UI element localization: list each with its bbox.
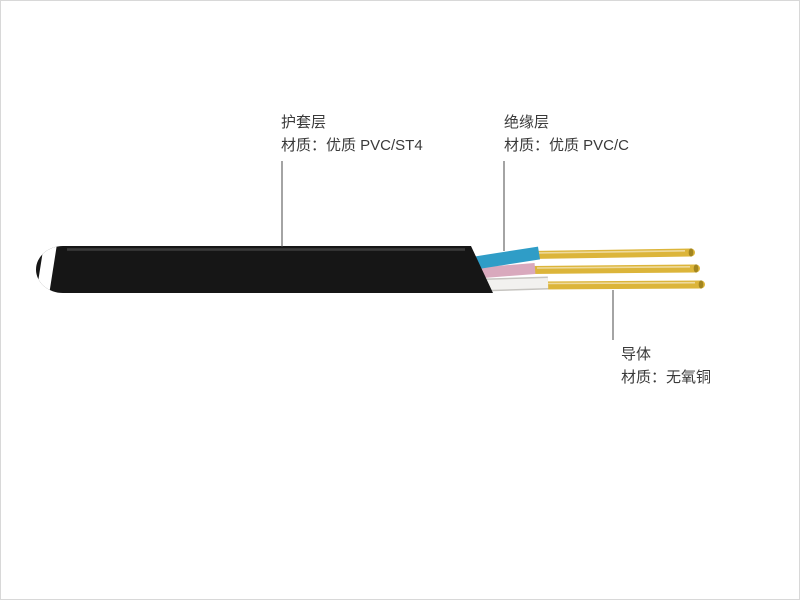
sheath-label-material: 材质：优质 PVC/ST4 (281, 137, 423, 154)
insulation-label: 绝缘层 材质：优质 PVC/C (504, 111, 629, 157)
conductor-middle-tip (693, 264, 699, 273)
conductor-label-material: 材质：无氧铜 (621, 369, 712, 386)
conductor-middle-highlight (536, 266, 691, 269)
insulation-white (483, 278, 549, 290)
leader-lines (281, 161, 614, 340)
conductor-label: 导体 材质：无氧铜 (621, 343, 711, 389)
conductor-top-tip (688, 248, 694, 257)
insulation-pink (476, 263, 536, 279)
sheath-stripe (36, 246, 57, 293)
sheath-body (36, 246, 493, 293)
insulation-label-material: 材质：优质 PVC/C (504, 137, 630, 154)
conductor-middle (527, 264, 700, 274)
conductor-top-highlight (534, 250, 686, 254)
sheath (36, 246, 493, 293)
insulation-wires (473, 246, 549, 292)
conductor-top (525, 248, 695, 259)
conductor-bottom (537, 280, 705, 290)
insulation-blue (473, 246, 541, 270)
sheath-label: 护套层 材质：优质 PVC/ST4 (281, 111, 423, 157)
insulation-label-name: 绝缘层 (504, 114, 550, 131)
conductor-bottom-highlight (546, 281, 696, 285)
conductor-bottom-tip (698, 280, 704, 289)
conductors (525, 248, 705, 290)
conductor-label-name: 导体 (621, 346, 652, 363)
sheath-label-name: 护套层 (281, 114, 327, 131)
